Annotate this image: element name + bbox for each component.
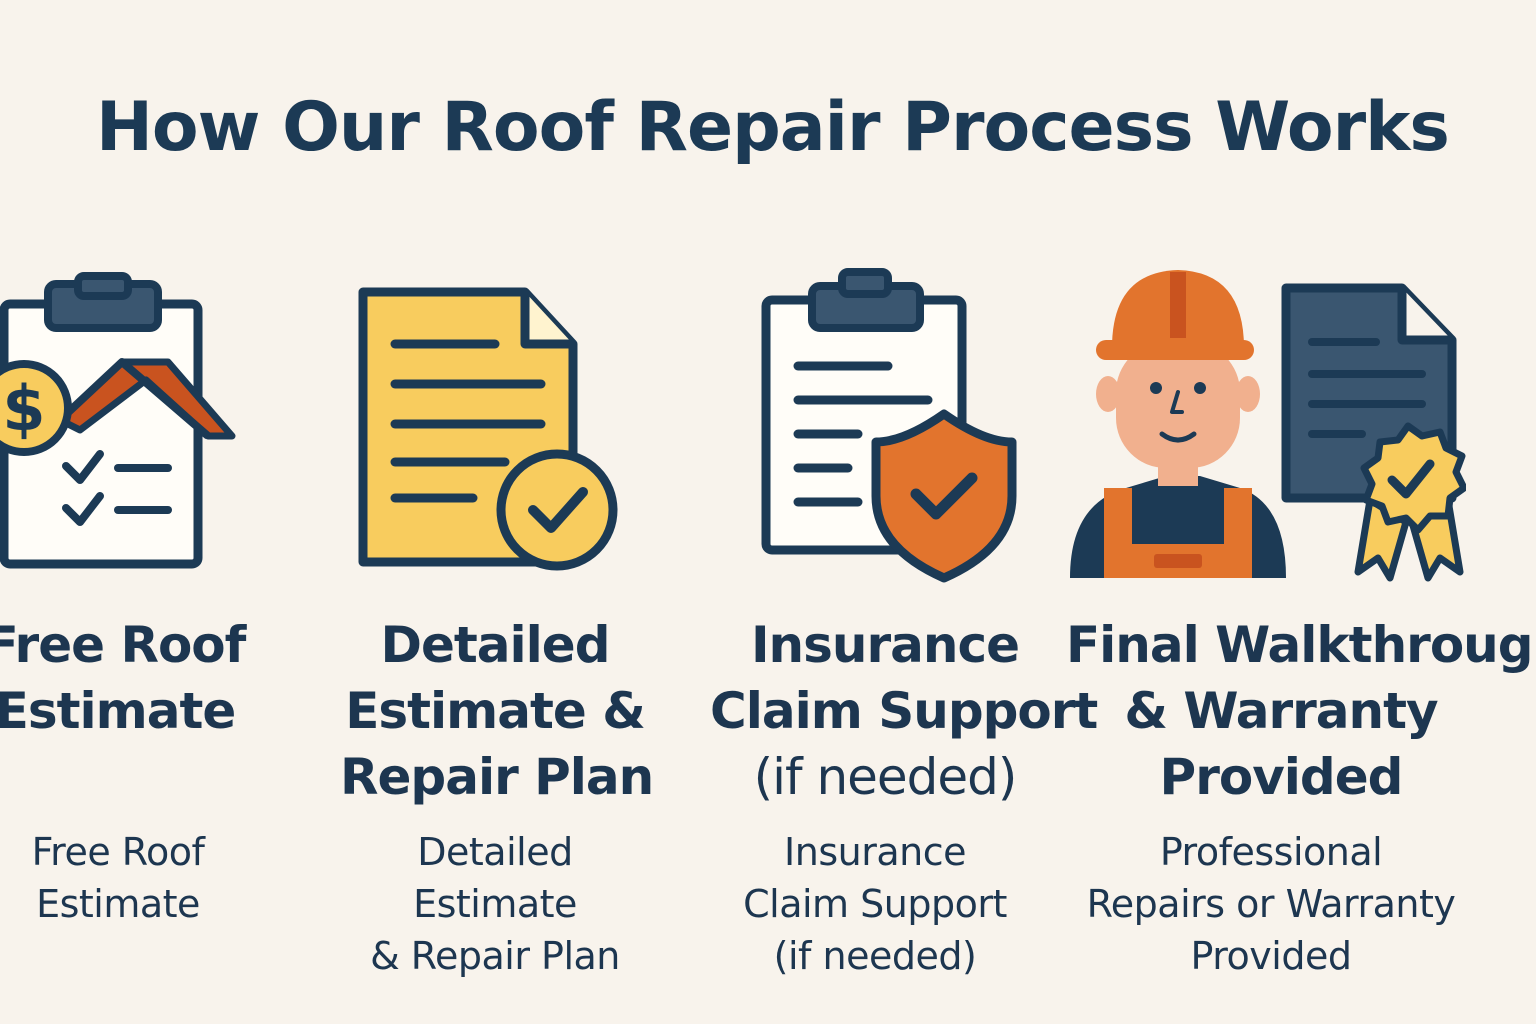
document-checkmark-icon	[355, 284, 625, 578]
svg-text:$: $	[2, 372, 45, 445]
step-title: Final Walkthrough & Warranty Provided	[1066, 616, 1536, 806]
clipboard-shield-icon	[760, 266, 1020, 590]
page-title: How Our Roof Repair Process Works	[96, 88, 1450, 167]
step-detailed-estimate: Detailed Estimate & Repair Plan Detailed…	[340, 0, 654, 1024]
worker-certificate-icon	[1066, 266, 1468, 590]
step-final-walkthrough: Final Walkthrough & Warranty Provided Pr…	[1066, 0, 1536, 1024]
step-description: Free Roof Estimate	[31, 830, 205, 926]
step-title: Insurance Claim Support (if needed)	[710, 616, 1098, 806]
step-description: Detailed Estimate & Repair Plan	[370, 830, 620, 978]
step-title: Detailed Estimate & Repair Plan	[340, 616, 654, 806]
clipboard-house-dollar-icon: $	[0, 270, 240, 579]
step-free-estimate: $ Free Roof Estimate Free Roof Estimate	[0, 0, 246, 1024]
step-insurance-support: Insurance Claim Support (if needed) Insu…	[710, 0, 1098, 1024]
step-title: Free Roof Estimate	[0, 616, 246, 740]
step-description: Professional Repairs or Warranty Provide…	[1086, 830, 1456, 978]
step-description: Insurance Claim Support (if needed)	[743, 830, 1007, 978]
